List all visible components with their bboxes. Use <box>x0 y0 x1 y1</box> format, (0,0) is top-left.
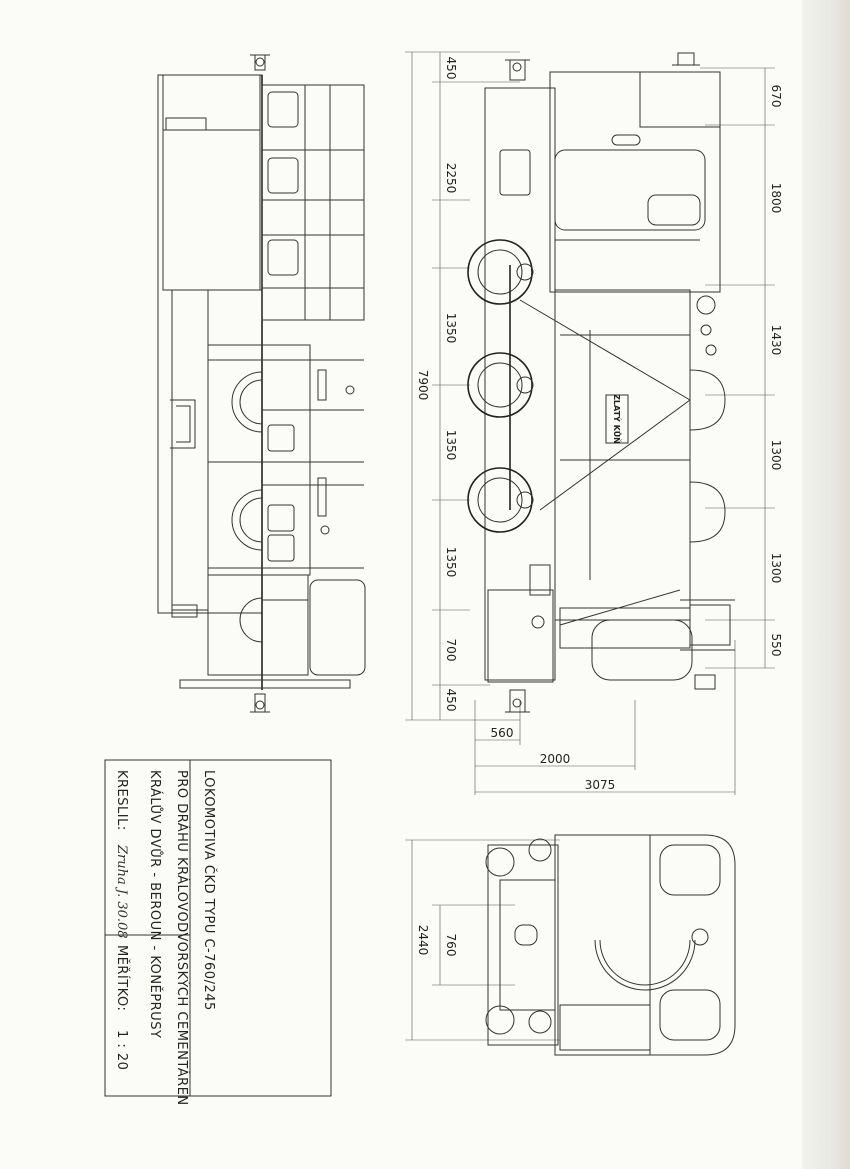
top-view-cab-body <box>157 74 263 614</box>
end-view-cab-outline <box>554 834 736 1056</box>
drawn-by-signature: Zruha J. 30.08 <box>114 844 129 939</box>
dim-right-1: 670 <box>769 85 783 108</box>
end-view <box>405 834 736 1056</box>
page-edge-shadow <box>802 0 850 1169</box>
dim-right-5: 1300 <box>769 553 783 584</box>
dim-left-1: 450 <box>444 57 458 80</box>
dim-left-7: 450 <box>444 689 458 712</box>
top-view-roof-vent <box>165 117 207 131</box>
side-view-left-dims: 450 2250 1350 1350 1350 700 450 7900 <box>416 57 458 712</box>
side-view-chimney <box>690 604 731 646</box>
dim-bottom-560: 560 <box>491 726 514 740</box>
top-view <box>157 54 366 713</box>
top-view-cab <box>162 74 261 291</box>
side-view-nameplate <box>605 394 629 444</box>
title-line-1: LOKOMOTIVA ČKD TYPU C-760/245 <box>201 770 217 1011</box>
title-line-2: PRO DRÁHU KRÁLOVODVORSKÝCH CEMENTÁREN <box>174 770 190 1106</box>
dim-left-5: 1350 <box>444 547 458 578</box>
end-view-window-top <box>659 844 721 896</box>
side-view-right-dims: 670 1800 1430 1300 1300 550 <box>769 85 783 657</box>
drawn-by-label: KRESLIL: <box>114 770 129 831</box>
dim-right-2: 1800 <box>769 183 783 214</box>
dim-end-height: 2440 <box>416 925 430 956</box>
dim-left-2: 2250 <box>444 163 458 194</box>
scale-label: MĚŘÍTKO: <box>114 945 130 1011</box>
nameplate-text: ZLATÝ KŮŇ <box>612 394 623 444</box>
side-view <box>405 51 775 795</box>
end-view-window-bottom <box>659 989 721 1041</box>
side-view-boiler <box>554 289 691 621</box>
side-view-cab <box>549 71 721 293</box>
side-view-wheel-2 <box>467 352 533 418</box>
dim-end-gauge: 760 <box>444 934 458 957</box>
title-block-frame <box>104 759 332 1097</box>
side-view-wheel-3 <box>467 467 533 533</box>
dim-left-4: 1350 <box>444 430 458 461</box>
dim-left-6: 700 <box>444 639 458 662</box>
side-view-wheel-1 <box>467 239 533 305</box>
title-line-3: KRÁLŮV DVŮR - BEROUN - KONĚPRUSY <box>147 770 163 1038</box>
side-view-cab-window <box>554 149 706 231</box>
side-view-bottom-dims: 560 2000 3075 <box>491 726 616 792</box>
side-view-cylinder <box>487 589 554 683</box>
dim-right-3: 1430 <box>769 325 783 356</box>
dim-right-6: 550 <box>769 634 783 657</box>
dim-right-4: 1300 <box>769 440 783 471</box>
dim-overall-length: 7900 <box>416 370 430 401</box>
dim-bottom-2000: 2000 <box>540 752 571 766</box>
end-view-boiler <box>599 939 691 986</box>
side-view-smokebox <box>591 619 693 681</box>
dim-bottom-3075: 3075 <box>585 778 616 792</box>
title-block <box>104 759 332 1097</box>
side-view-steam-dome <box>689 369 726 431</box>
scale-value: 1 : 20 <box>114 1030 129 1070</box>
dim-left-3: 1350 <box>444 313 458 344</box>
side-view-sand-dome <box>689 481 726 543</box>
